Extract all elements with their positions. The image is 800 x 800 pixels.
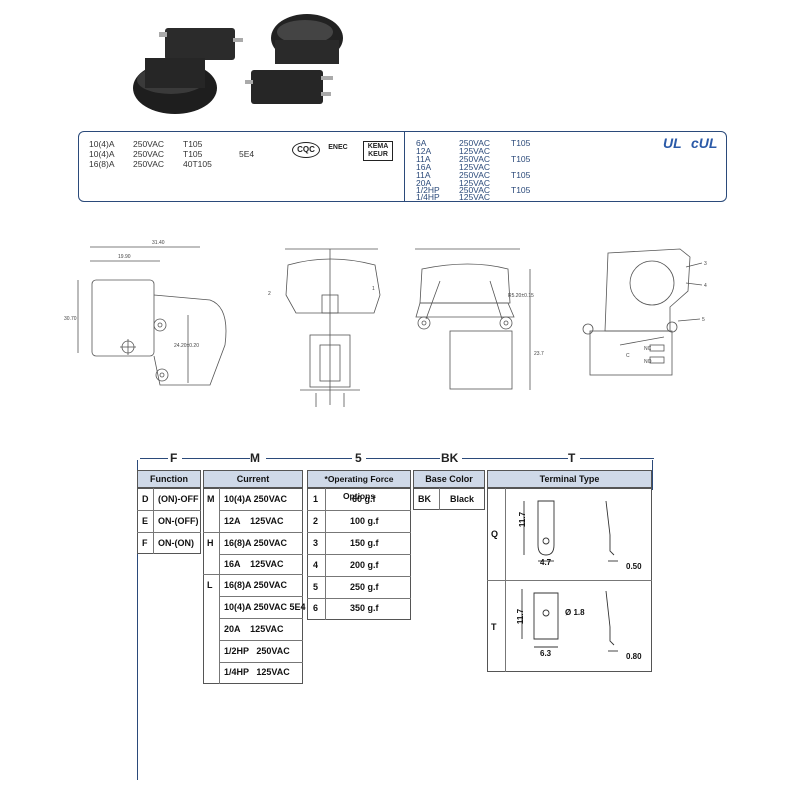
function-code: D <box>142 494 149 504</box>
dim-label: 24.20±0.20 <box>174 343 199 349</box>
function-header: Function <box>137 470 201 488</box>
ratings-divider <box>404 132 405 201</box>
order-code-segment: T <box>568 451 576 465</box>
terminal-drawings <box>521 500 618 652</box>
current-item: 1/2HP 250VAC <box>224 646 290 656</box>
force-code: 2 <box>313 516 319 526</box>
contact-label: NC <box>644 346 652 352</box>
callout-label: 1 <box>372 286 375 292</box>
force-code: 3 <box>313 538 319 548</box>
force-code: 4 <box>313 560 319 570</box>
current-item: 16(8)A 250VAC <box>224 538 288 548</box>
function-label: ON-(OFF) <box>158 516 199 526</box>
front-view-drawing <box>285 248 381 407</box>
force-header: *Operating Force Options <box>307 470 411 501</box>
dim-label: R5.20±0.15 <box>508 293 534 299</box>
terminal-t-width: 6.3 <box>540 649 552 658</box>
current-item: 20A 125VAC <box>224 624 284 634</box>
force-value: 150 g.f <box>350 538 379 548</box>
order-code-segment: 5 <box>355 451 362 465</box>
contact-label: C <box>626 353 630 359</box>
terminal-t-hole: Ø 1.8 <box>565 608 585 617</box>
terminal-code: T <box>491 622 497 632</box>
terminal-q-width: 4.7 <box>540 558 552 567</box>
ul-mark-icon: UL <box>663 135 682 151</box>
function-label: ON-(ON) <box>158 538 194 548</box>
current-group-code: L <box>207 580 213 590</box>
current-item: 10(4)A 250VAC 5E4 <box>224 602 306 612</box>
current-item: 12A 125VAC <box>224 516 284 526</box>
terminal-code: Q <box>491 529 499 539</box>
dim-label: 30.70 <box>64 316 77 322</box>
dim-label: 31.40 <box>152 240 165 246</box>
cul-mark-icon: cUL <box>691 135 718 151</box>
base-color-header: Base Color <box>413 470 485 488</box>
side-view-drawing <box>77 246 227 386</box>
callout-label: 4 <box>704 283 707 289</box>
cqc-cert-icon: CQC <box>292 142 320 158</box>
ratings-panel: 10(4)A 250VAC T105 10(4)A 250VAC T105 5E… <box>78 131 727 202</box>
contact-label: NO <box>644 359 652 365</box>
force-code: 5 <box>313 582 319 592</box>
force-code: 1 <box>313 494 319 504</box>
product-photos <box>133 14 343 114</box>
force-code: 6 <box>313 603 319 613</box>
current-header: Current <box>203 470 303 488</box>
callout-label: 3 <box>704 261 707 267</box>
force-value: 60 g.f <box>352 494 376 504</box>
current-item: 16A 125VAC <box>224 559 284 569</box>
enec-cert-icon: ENEC <box>328 144 348 151</box>
dim-label: 19.90 <box>118 254 131 260</box>
technical-drawings: 31.40 19.90 30.70 24.20±0.20 1 2 R5.20±0… <box>64 240 707 407</box>
order-code-segment: F <box>170 451 178 465</box>
base-color-code: BK <box>418 494 431 504</box>
terminal-q-height: 11.7 <box>518 511 528 528</box>
function-code: F <box>142 538 148 548</box>
callout-label: 2 <box>268 291 271 297</box>
current-item: 10(4)A 250VAC <box>224 494 288 504</box>
rear-view-drawing <box>415 248 531 390</box>
force-value: 250 g.f <box>350 582 379 592</box>
dim-label: 23.7 <box>534 351 544 357</box>
current-group-code: M <box>207 494 215 504</box>
current-group-code: H <box>207 538 214 548</box>
terminal-q-thickness: 0.50 <box>626 562 642 571</box>
switch-photo-right <box>245 14 343 104</box>
force-value: 200 g.f <box>350 560 379 570</box>
order-code-segment: M <box>250 451 260 465</box>
order-code-segment: BK <box>441 451 459 465</box>
current-item: 1/4HP 125VAC <box>224 667 290 677</box>
terminal-t-height: 11.7 <box>516 608 526 625</box>
terminal-header: Terminal Type <box>487 470 652 488</box>
force-value: 350 g.f <box>350 603 379 613</box>
function-code: E <box>142 516 149 526</box>
function-label: (ON)-OFF <box>158 494 199 504</box>
switch-photo-left <box>133 28 243 114</box>
callout-label: 5 <box>702 317 705 323</box>
base-color-value: Black <box>450 494 475 504</box>
current-item: 16(8)A 250VAC <box>224 580 288 590</box>
internal-view-drawing <box>582 248 703 376</box>
kema-keur-cert-icon: KEMA KEUR <box>363 141 393 161</box>
force-value: 100 g.f <box>350 516 379 526</box>
terminal-t-thickness: 0.80 <box>626 652 642 661</box>
